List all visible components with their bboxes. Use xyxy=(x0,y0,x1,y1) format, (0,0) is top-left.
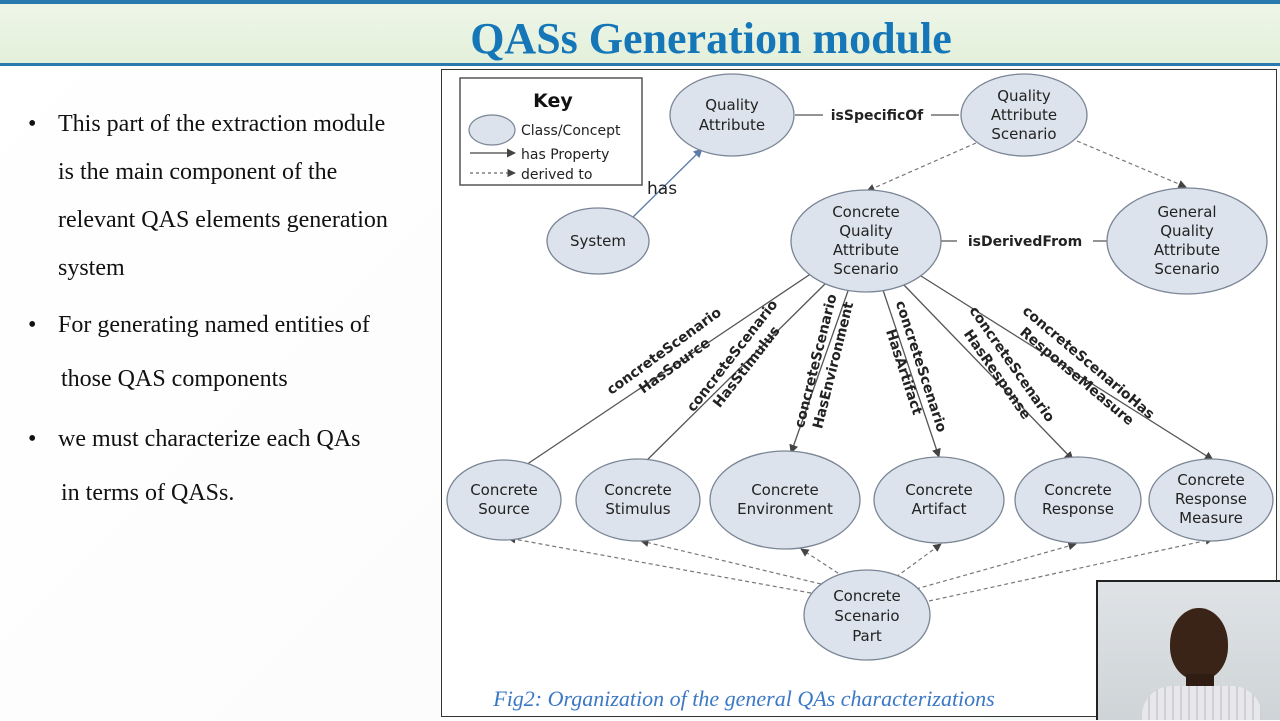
node-concrete-artifact xyxy=(873,456,1005,544)
webcam-overlay xyxy=(1096,580,1280,720)
node-label: Concrete xyxy=(832,203,900,221)
edge-part-to-environment xyxy=(800,548,845,578)
edge-part-to-artifact xyxy=(895,543,942,578)
node-label: Measure xyxy=(1179,509,1243,527)
bullet-marker: • xyxy=(28,111,37,137)
key-class-label: Class/Concept xyxy=(521,123,621,139)
figure-caption: Fig2: Organization of the general QAs ch… xyxy=(493,686,995,711)
node-general-qas xyxy=(1106,187,1268,295)
node-label: Concrete xyxy=(905,481,973,499)
edge-part-to-source xyxy=(507,535,812,594)
node-concrete-stimulus xyxy=(575,458,701,542)
bullet-line: is the main component of the xyxy=(58,159,338,185)
node-label: Response xyxy=(1042,500,1114,518)
edge-label-has-response-measure: ResponseMeasure xyxy=(1016,324,1136,429)
node-label: Attribute xyxy=(1154,241,1220,259)
bullet-line: in terms of QASs. xyxy=(61,480,235,506)
bullet-line: system xyxy=(58,255,125,281)
node-label: Concrete xyxy=(833,587,901,605)
node-label: Response xyxy=(1175,490,1247,508)
bullet-line: For generating named entities of xyxy=(58,312,370,338)
node-label: Scenario xyxy=(834,607,899,625)
node-label: General xyxy=(1157,203,1216,221)
bullet-line: we must characterize each QAs xyxy=(58,426,361,452)
bullet-line: relevant QAS elements generation xyxy=(58,207,388,233)
node-concrete-qas xyxy=(790,189,942,293)
bullet-item-3: • we must characterize each QAs in terms… xyxy=(26,412,436,520)
edge-has xyxy=(630,148,703,220)
edge-derived-to-concrete xyxy=(866,142,977,192)
node-label: Stimulus xyxy=(605,500,670,518)
bullet-line: This part of the extraction module xyxy=(58,111,386,137)
node-label: Scenario xyxy=(991,125,1056,143)
node-label: Quality xyxy=(997,87,1051,105)
slide-title: QASs Generation module xyxy=(470,14,952,63)
node-label: Quality xyxy=(1160,222,1214,240)
edge-part-to-stimulus xyxy=(640,538,822,585)
edge-has-artifact xyxy=(882,289,941,458)
node-label: Attribute xyxy=(699,116,765,134)
node-concrete-source xyxy=(446,459,562,541)
node-concrete-response xyxy=(1014,456,1142,544)
key-title: Key xyxy=(533,90,573,112)
edge-has-response-measure xyxy=(920,275,1214,461)
node-label: Concrete xyxy=(470,481,538,499)
bullet-marker: • xyxy=(28,312,37,338)
key-class-swatch xyxy=(468,114,516,146)
node-label: Scenario xyxy=(833,260,898,278)
node-concrete-response-measure xyxy=(1148,458,1274,542)
bullet-list: • This part of the extraction module is … xyxy=(26,100,436,526)
edge-label-has: has xyxy=(647,179,677,199)
node-label: Concrete xyxy=(751,481,819,499)
diagram-figure: Key Class/Concept has Property derived t… xyxy=(441,69,1277,717)
node-label: Source xyxy=(478,500,530,518)
node-quality-attribute xyxy=(669,73,795,157)
node-quality-attribute-scenario xyxy=(960,73,1088,157)
node-label: Concrete xyxy=(1177,471,1245,489)
node-concrete-environment xyxy=(709,450,861,550)
ontology-diagram: Key Class/Concept has Property derived t… xyxy=(446,73,1274,661)
edge-has-stimulus xyxy=(635,280,829,472)
node-label: Part xyxy=(852,627,882,645)
title-bar: QASs Generation module xyxy=(0,0,1280,66)
bullet-line: those QAS components xyxy=(61,366,288,392)
node-label: Artifact xyxy=(911,500,966,518)
key-property-label: has Property xyxy=(521,147,609,163)
node-label: Concrete xyxy=(1044,481,1112,499)
presenter-head xyxy=(1170,608,1228,680)
node-label: Attribute xyxy=(833,241,899,259)
edge-label-is-specific-of: isSpecificOf xyxy=(831,108,924,124)
edge-derived-to-general xyxy=(1076,140,1187,188)
node-label: Concrete xyxy=(604,481,672,499)
diagram-key: Key Class/Concept has Property derived t… xyxy=(459,77,643,186)
node-label: Environment xyxy=(737,500,833,518)
node-label: Attribute xyxy=(991,106,1057,124)
node-system xyxy=(546,207,650,275)
edge-part-to-response xyxy=(915,542,1077,590)
node-label: System xyxy=(570,232,626,250)
node-label: Scenario xyxy=(1154,260,1219,278)
node-label: Quality xyxy=(705,96,759,114)
edge-has-source xyxy=(510,270,816,476)
edge-has-environment xyxy=(789,287,850,454)
node-concrete-scenario-part xyxy=(803,569,931,661)
bullet-item-1: • This part of the extraction module is … xyxy=(26,100,436,292)
presenter-shirt xyxy=(1142,686,1262,720)
edge-has-response xyxy=(902,283,1074,461)
bullet-item-2: • For generating named entities of those… xyxy=(26,298,436,406)
node-label: Quality xyxy=(839,222,893,240)
edge-label-is-derived-from: isDerivedFrom xyxy=(968,234,1082,250)
key-derived-label: derived to xyxy=(521,167,592,183)
bullet-marker: • xyxy=(28,426,37,452)
